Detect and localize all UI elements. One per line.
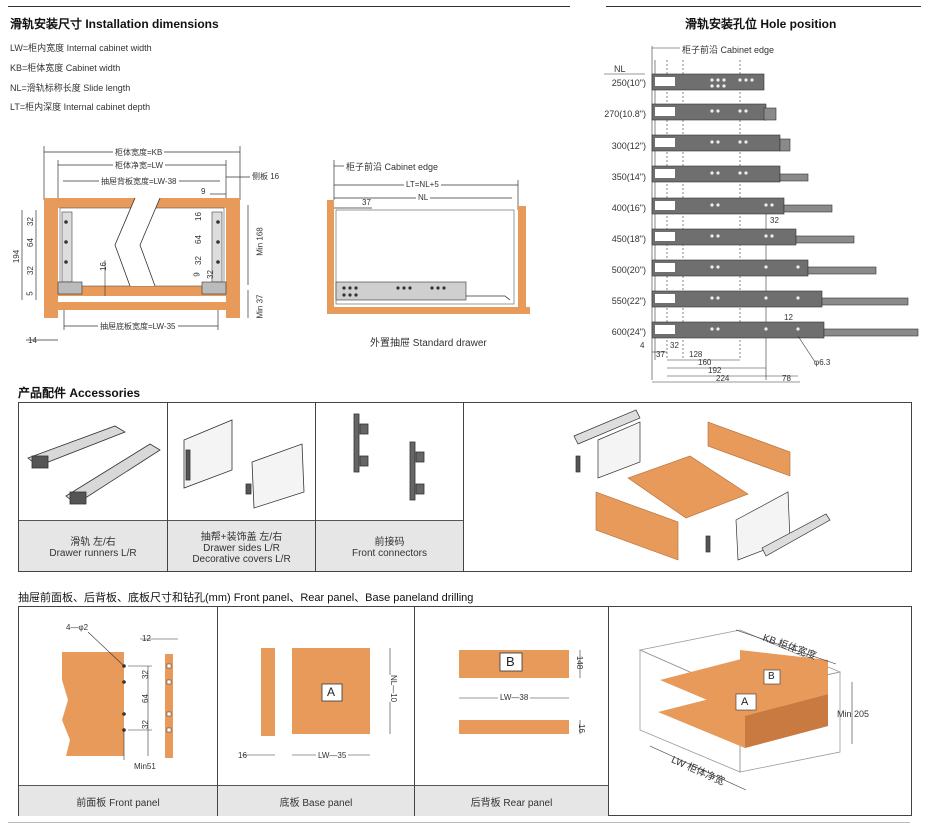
def-nl: NL=滑轨标称长度 Slide length bbox=[10, 83, 131, 93]
nl-row-450: 450(18") bbox=[611, 234, 646, 244]
front-dim-64: 64 bbox=[140, 694, 150, 703]
accessory-sides-zh: 抽帮+装饰盖 左/右 bbox=[200, 531, 283, 543]
side-lt: LT=NL+5 bbox=[404, 180, 441, 189]
front-dim-32a: 32 bbox=[140, 670, 150, 679]
top-rule-left bbox=[8, 6, 570, 7]
hole-dim-37: 37 bbox=[656, 350, 665, 359]
front-panel-caption: 前面板 Front panel bbox=[19, 785, 217, 816]
dim-base: 抽屉底板宽度=LW-35 bbox=[98, 321, 178, 332]
standard-drawer-caption: 外置抽屉 Standard drawer bbox=[370, 338, 487, 349]
accessories-title: 产品配件 Accessories bbox=[18, 386, 141, 400]
hole-dim-192: 192 bbox=[708, 366, 722, 375]
accessory-sides-caption: 抽帮+装饰盖 左/右 Drawer sides L/R Decorative c… bbox=[168, 520, 315, 571]
hole-dim-4: 4 bbox=[640, 341, 645, 350]
hole-dim-12: 12 bbox=[784, 313, 793, 322]
dim-lw: 柜体净宽=LW bbox=[113, 160, 166, 171]
def-lt: LT=柜内深度 Internal cabinet depth bbox=[10, 102, 151, 112]
accessory-connectors-zh: 前接码 bbox=[374, 537, 405, 548]
hole-dim-160: 160 bbox=[698, 358, 712, 367]
hole-dim-128: 128 bbox=[689, 350, 703, 359]
rear-panel-caption: 后背板 Rear panel bbox=[415, 785, 608, 816]
hole-dim-32-right: 32 bbox=[770, 216, 779, 225]
nl-row-300: 300(12") bbox=[611, 141, 646, 151]
dim-nine: 9 bbox=[201, 187, 206, 196]
accessory-connectors-en: Front connectors bbox=[351, 548, 428, 559]
nl-row-550: 550(22") bbox=[611, 296, 646, 306]
hole-dim-78: 78 bbox=[782, 374, 791, 383]
iso-letter-a: A bbox=[741, 696, 749, 708]
nl-row-350: 350(14") bbox=[611, 172, 646, 182]
dim-rear: 抽屉背板宽度=LW-38 bbox=[99, 176, 179, 187]
side-37: 37 bbox=[362, 198, 371, 207]
front-dim-12: 12 bbox=[142, 634, 151, 643]
nl-row-500: 500(20") bbox=[611, 265, 646, 275]
rear-panel-letter: B bbox=[506, 654, 515, 669]
side-cabinet-edge: 柜子前沿 Cabinet edge bbox=[346, 162, 439, 172]
def-kb: KB=柜体宽度 Cabinet width bbox=[10, 63, 121, 73]
hole-dim-32: 32 bbox=[670, 341, 679, 350]
front-dim-min51: Min51 bbox=[134, 762, 156, 771]
acc-divider-1 bbox=[167, 402, 168, 572]
hole-dim-phi: φ6.3 bbox=[814, 358, 831, 367]
nl-row-270: 270(10.8") bbox=[604, 109, 646, 119]
base-panel-letter: A bbox=[327, 685, 336, 699]
hole-dim-224: 224 bbox=[716, 374, 730, 383]
acc-divider-2 bbox=[315, 402, 316, 572]
accessory-sides-en: Drawer sides L/R bbox=[203, 542, 280, 554]
rear-dim-16: 16 bbox=[576, 724, 586, 733]
nl-row-400: 400(16") bbox=[611, 203, 646, 213]
holes-title: 滑轨安装孔位 Hole position bbox=[685, 17, 837, 31]
nl-row-600: 600(24") bbox=[611, 327, 646, 337]
iso-letter-b: B bbox=[768, 671, 775, 682]
front-hole-label: 4—φ2 bbox=[66, 623, 89, 632]
accessory-covers-en: Decorative covers L/R bbox=[192, 553, 291, 565]
accessory-runners-en: Drawer runners L/R bbox=[49, 548, 137, 559]
nl-row-250: 250(10") bbox=[611, 78, 646, 88]
rear-dim-148: 148 bbox=[575, 655, 585, 670]
base-dim-nl: NL—10 bbox=[389, 674, 399, 703]
dim-side: 侧板 16 bbox=[252, 172, 280, 181]
panel-divider-1 bbox=[217, 606, 218, 816]
bottom-rule bbox=[8, 822, 910, 823]
iso-min-label: Min 205 bbox=[837, 709, 870, 719]
dim-kb: 柜体宽度=KB bbox=[113, 147, 165, 158]
accessory-runners-caption: 滑轨 左/右 Drawer runners L/R bbox=[19, 520, 167, 571]
panel-divider-2 bbox=[414, 606, 415, 816]
accessory-connectors-caption: 前接码 Front connectors bbox=[316, 520, 463, 571]
base-dim-16: 16 bbox=[238, 751, 247, 760]
accessory-runners-zh: 滑轨 左/右 bbox=[70, 537, 116, 548]
rear-dim-lw: LW—38 bbox=[498, 693, 531, 702]
base-panel-caption: 底板 Base panel bbox=[218, 785, 414, 816]
base-dim-lw: LW—35 bbox=[316, 751, 349, 760]
holes-cabinet-edge: 柜子前沿 Cabinet edge bbox=[682, 45, 775, 55]
install-title: 滑轨安装尺寸 Installation dimensions bbox=[10, 17, 219, 31]
front-dim-32b: 32 bbox=[140, 720, 150, 729]
top-rule-right bbox=[606, 6, 921, 7]
panels-title: 抽屉前面板、后背板、底板尺寸和钻孔(mm) Front panel、Rear p… bbox=[18, 592, 474, 604]
side-nl: NL bbox=[416, 193, 431, 202]
def-lw: LW=柜内宽度 Internal cabinet width bbox=[10, 43, 152, 53]
dim-14: 14 bbox=[28, 336, 37, 345]
holes-nl-header: NL bbox=[614, 64, 626, 74]
